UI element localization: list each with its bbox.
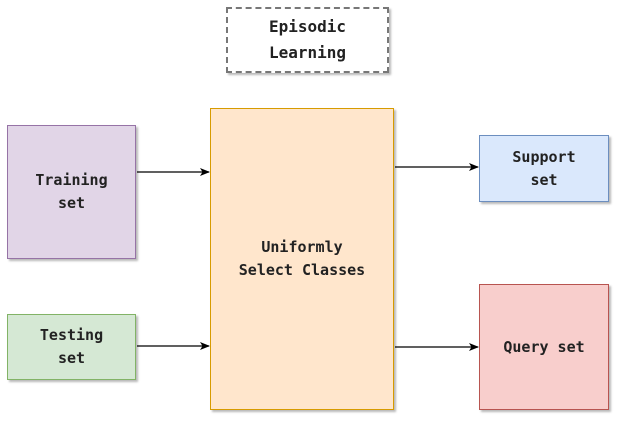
query-set-node: Query set bbox=[479, 284, 609, 410]
testing-set-node: Testing set bbox=[7, 314, 136, 380]
diagram-title: Episodic Learning bbox=[226, 7, 389, 73]
uniformly-select-classes-node: Uniformly Select Classes bbox=[210, 108, 394, 410]
support-set-node: Support set bbox=[479, 135, 609, 202]
training-set-node: Training set bbox=[7, 125, 136, 259]
